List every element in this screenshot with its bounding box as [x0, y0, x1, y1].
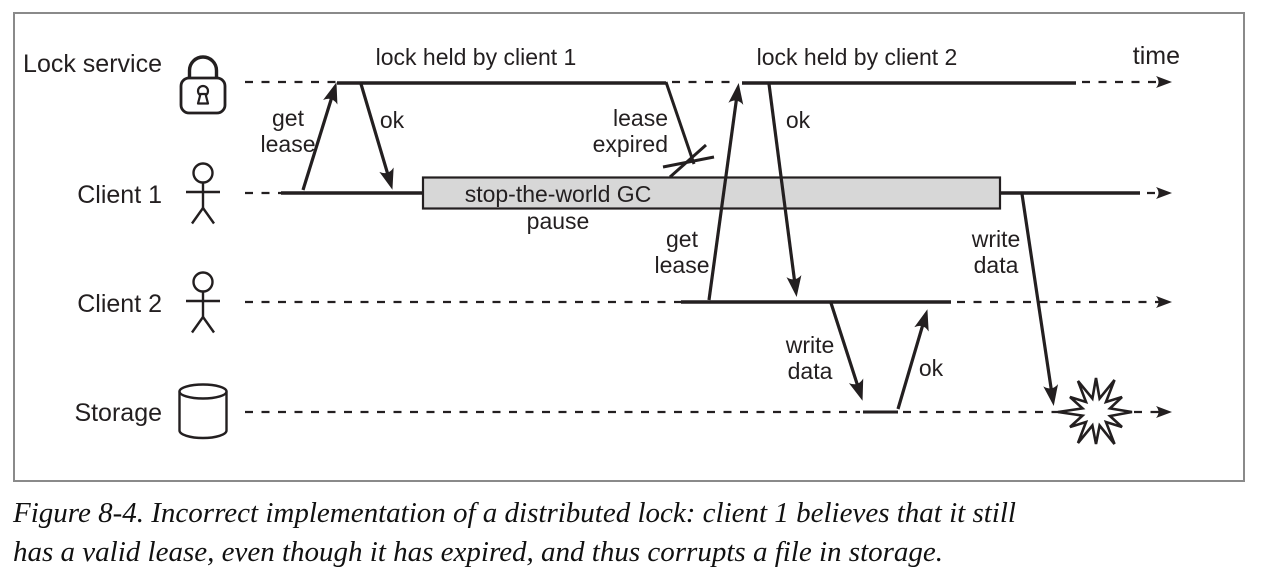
lease-expired-label: lease expired — [592, 105, 668, 157]
corruption-burst-icon — [1057, 377, 1133, 445]
write-data-1-arrow — [1020, 193, 1059, 406]
figure-caption-line-2: has a valid lease, even though it has ex… — [13, 536, 944, 568]
lane-label-lock-service: Lock service — [23, 50, 162, 78]
ok-2-arrow — [767, 83, 802, 297]
gc-pause-label: stop-the-world GC pause — [464, 181, 652, 234]
ok-1-arrow — [359, 83, 394, 190]
ok-1-label: ok — [379, 107, 405, 133]
get-lease-1-label: get lease — [260, 105, 316, 157]
ok-3-arrow — [896, 309, 929, 410]
get-lease-2-arrow — [707, 83, 744, 301]
get-lease-2-label: get lease — [654, 226, 710, 278]
get-lease-1-arrow — [301, 82, 338, 191]
message-arrows — [301, 82, 1059, 410]
person-icon — [186, 271, 220, 334]
write-data-1-label: write data — [971, 226, 1021, 278]
ok-2-label: ok — [785, 107, 811, 133]
figure-caption: Figure 8-4. Incorrect implementation of … — [13, 494, 1258, 572]
person-icon — [186, 162, 220, 225]
time-axis-label: time — [1132, 42, 1180, 70]
figure-caption-line-1: Figure 8-4. Incorrect implementation of … — [13, 497, 1016, 529]
gc-pause-box — [421, 176, 1002, 210]
write-data-2-arrow — [829, 302, 864, 401]
ok-3-label: ok — [918, 355, 944, 381]
lock-held-by-client-1-label: lock held by client 1 — [375, 44, 577, 70]
lane-label-client-1: Client 1 — [77, 181, 162, 209]
padlock-icon — [179, 55, 227, 115]
lane-label-storage: Storage — [74, 399, 162, 427]
database-icon — [178, 383, 228, 440]
lane-label-client-2: Client 2 — [77, 290, 162, 318]
lease-expired-cross — [662, 143, 715, 179]
lock-service-timeline — [245, 76, 1172, 165]
write-data-2-label: write data — [785, 332, 835, 384]
lock-held-by-client-2-label: lock held by client 2 — [756, 44, 958, 70]
